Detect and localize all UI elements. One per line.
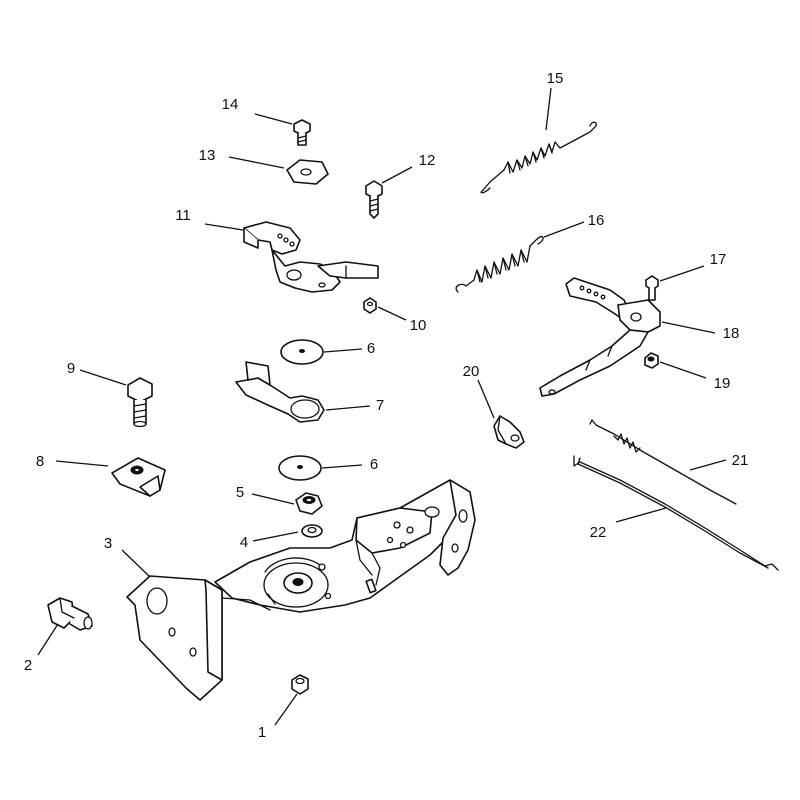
part-6-washer-upper bbox=[280, 339, 324, 365]
callout-18: 18 bbox=[723, 325, 740, 342]
callout-6-lower: 6 bbox=[370, 456, 378, 473]
callout-9: 9 bbox=[67, 360, 75, 377]
part-19-nut bbox=[644, 352, 659, 369]
part-3-control-bracket bbox=[126, 479, 476, 701]
callout-5: 5 bbox=[236, 484, 244, 501]
part-10-nut bbox=[363, 297, 377, 314]
part-22-throttle-rod bbox=[573, 455, 779, 571]
leader-lines bbox=[37, 87, 727, 726]
callout-6-upper: 6 bbox=[367, 340, 375, 357]
part-16-spring bbox=[455, 236, 544, 293]
callout-13: 13 bbox=[199, 147, 216, 164]
part-6-washer-lower bbox=[278, 455, 322, 481]
callout-12: 12 bbox=[419, 152, 436, 169]
part-5-nut bbox=[295, 492, 323, 515]
part-13-plate-washer bbox=[286, 159, 329, 185]
part-15-spring bbox=[480, 121, 598, 194]
part-18-governor-lever bbox=[539, 277, 661, 397]
callout-17: 17 bbox=[710, 251, 727, 268]
part-8-clip bbox=[111, 457, 166, 497]
callout-10: 10 bbox=[410, 317, 427, 334]
callout-7: 7 bbox=[376, 397, 384, 414]
callout-22: 22 bbox=[590, 524, 607, 541]
callout-21: 21 bbox=[732, 452, 749, 469]
part-20-clamp bbox=[493, 415, 525, 449]
callout-16: 16 bbox=[588, 212, 605, 229]
callout-20: 20 bbox=[463, 363, 480, 380]
callout-1: 1 bbox=[258, 724, 266, 741]
part-9-bolt bbox=[127, 377, 153, 428]
callout-8: 8 bbox=[36, 453, 44, 470]
part-2-stud bbox=[47, 597, 93, 631]
callout-15: 15 bbox=[547, 70, 564, 87]
part-11-throttle-lever bbox=[243, 221, 379, 293]
part-1-nut bbox=[291, 674, 309, 695]
callout-14: 14 bbox=[222, 96, 239, 113]
part-7-lever-plate bbox=[235, 361, 325, 423]
callout-labels: 1 2 3 4 5 6 6 7 8 9 10 11 12 13 14 15 16… bbox=[24, 70, 749, 741]
callout-2: 2 bbox=[24, 657, 32, 674]
part-14-screw bbox=[293, 119, 311, 146]
part-4-washer bbox=[301, 524, 323, 538]
callout-19: 19 bbox=[714, 375, 731, 392]
part-12-screw bbox=[365, 180, 383, 219]
callout-3: 3 bbox=[104, 535, 112, 552]
callout-11: 11 bbox=[175, 207, 191, 224]
part-21-link-rod bbox=[589, 419, 737, 505]
callout-4: 4 bbox=[240, 534, 248, 551]
part-17-screw bbox=[645, 275, 659, 301]
